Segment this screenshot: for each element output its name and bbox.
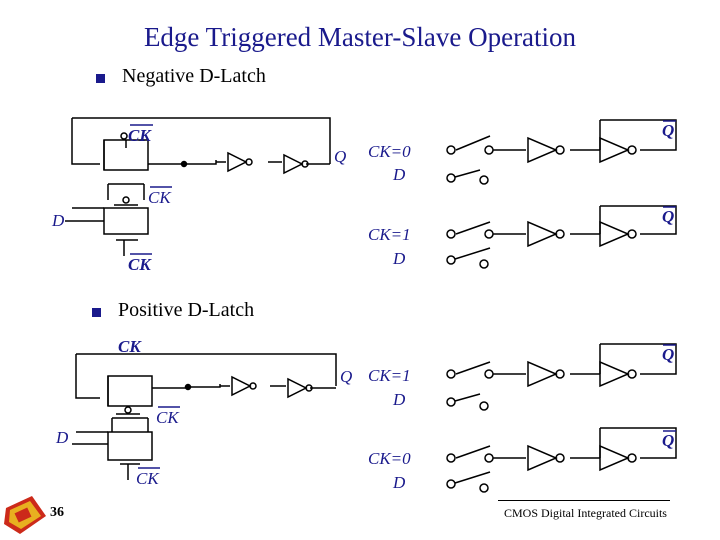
bullet-positive-latch: Positive D-Latch xyxy=(118,299,255,321)
inverter-icon xyxy=(527,361,565,387)
inverter-icon xyxy=(527,137,565,163)
d-label: D xyxy=(392,165,406,184)
d-label: D xyxy=(392,473,406,492)
inverter-icon xyxy=(527,221,565,247)
ck1-label: CK=1 xyxy=(368,366,411,385)
ck-label: CK xyxy=(118,337,142,356)
logo-icon xyxy=(4,496,46,534)
positive-latch-circuit xyxy=(72,353,337,480)
q-label: Q xyxy=(662,207,674,226)
inverter-icon xyxy=(527,445,565,471)
q-label: Q xyxy=(662,431,674,450)
footer-divider xyxy=(498,500,670,501)
equivalent-ck0-positive xyxy=(446,427,677,493)
bullet-marker xyxy=(96,74,105,83)
inverter-icon xyxy=(599,445,637,471)
d-input-label: D xyxy=(55,428,69,447)
ck-bar-label: CK xyxy=(156,408,180,427)
inverter-icon xyxy=(231,376,257,396)
q-label: Q xyxy=(662,121,674,140)
inverter-icon xyxy=(287,378,313,398)
d-input-label: D xyxy=(51,211,65,230)
negative-latch-circuit xyxy=(65,117,331,256)
q-label: Q xyxy=(662,345,674,364)
ck-bar-label: CK xyxy=(128,255,152,274)
d-label: D xyxy=(392,249,406,268)
q-output-label: Q xyxy=(334,147,346,166)
equivalent-ck1-negative xyxy=(446,205,677,269)
bullet-marker xyxy=(92,308,101,317)
q-output-label: Q xyxy=(340,367,352,386)
footer-course-title: CMOS Digital Integrated Circuits xyxy=(504,506,667,520)
equivalent-ck1-positive xyxy=(446,343,677,411)
inverter-icon xyxy=(283,154,309,174)
ck0-label: CK=0 xyxy=(368,449,411,468)
d-label: D xyxy=(392,390,406,409)
inverter-icon xyxy=(599,137,637,163)
slide-title: Edge Triggered Master-Slave Operation xyxy=(143,22,577,52)
inverter-icon xyxy=(599,221,637,247)
page-number: 36 xyxy=(50,505,64,520)
bullet-negative-latch: Negative D-Latch xyxy=(122,65,266,87)
ck-bar-label: CK xyxy=(136,469,160,488)
inverter-icon xyxy=(599,361,637,387)
ck-bar-label: CK xyxy=(128,126,152,145)
inverter-icon xyxy=(227,152,253,172)
ck-label: CK xyxy=(148,188,172,207)
ck0-label: CK=0 xyxy=(368,142,411,161)
ck1-label: CK=1 xyxy=(368,225,411,244)
equivalent-ck0-negative xyxy=(446,119,677,185)
